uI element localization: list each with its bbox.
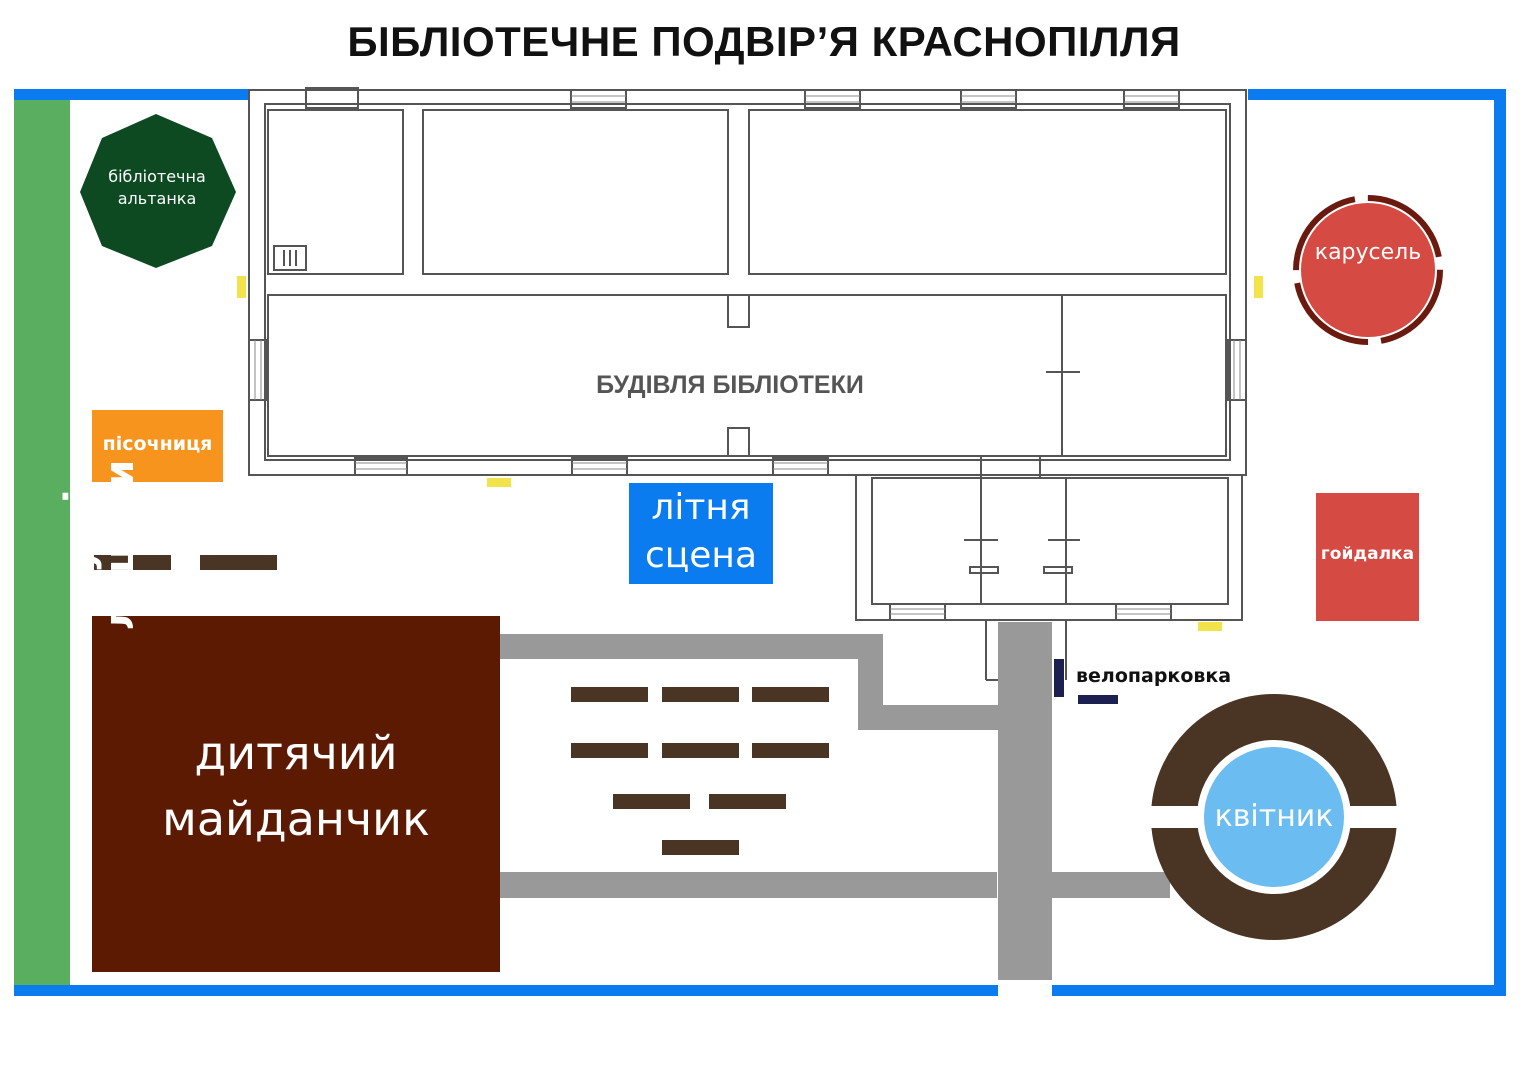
window-panes: [254, 95, 1241, 615]
flowerbed-label: квітник: [1214, 799, 1334, 834]
bench: [752, 687, 829, 702]
bench: [571, 743, 648, 758]
benches: [94, 555, 829, 855]
summer-stage-label-line1: літня: [651, 487, 751, 528]
gazebo-label-line1: бібліотечна: [108, 167, 206, 186]
door-markers: [237, 276, 1263, 631]
bike-rack: [1054, 659, 1118, 704]
gazebo-label: бібліотечна альтанка: [90, 166, 224, 210]
bench: [709, 794, 786, 809]
bench: [662, 687, 739, 702]
building-label: БУДІВЛЯ БІБЛІОТЕКИ: [596, 371, 864, 399]
walking-paths: [500, 622, 1170, 980]
bench: [662, 743, 739, 758]
gazebo-octagon: [80, 114, 236, 268]
bench: [752, 743, 829, 758]
bench: [571, 687, 648, 702]
playground-label-line2: майданчик: [162, 792, 430, 846]
playground: [92, 616, 500, 972]
carousel-label: карусель: [1314, 240, 1422, 265]
summer-stage-label: літня сцена: [629, 484, 773, 580]
bench: [94, 555, 171, 570]
carousel: [1293, 195, 1443, 345]
hedge-label: кущі ліщини: [57, 459, 143, 631]
swing: [1316, 493, 1419, 621]
hedge-strip: [14, 100, 70, 985]
bike-parking-label: велопарковка: [1076, 665, 1232, 687]
sandbox: [92, 410, 223, 482]
map-title: БІБЛІОТЕЧНЕ ПОДВІР’Я КРАСНОПІЛЛЯ: [347, 18, 1181, 65]
summer-stage-label-line2: сцена: [644, 535, 758, 576]
sandbox-label: пісочниця: [102, 433, 213, 455]
playground-label: дитячий майданчик: [92, 720, 500, 852]
flowerbed: [1148, 694, 1400, 940]
bench: [613, 794, 690, 809]
library-building-plan: [248, 87, 1247, 681]
summer-stage: [629, 483, 773, 584]
bench: [662, 840, 739, 855]
gazebo-label-line2: альтанка: [117, 189, 197, 208]
playground-label-line1: дитячий: [194, 726, 398, 780]
swing-label: гойдалка: [1320, 544, 1415, 564]
bench: [200, 555, 277, 570]
